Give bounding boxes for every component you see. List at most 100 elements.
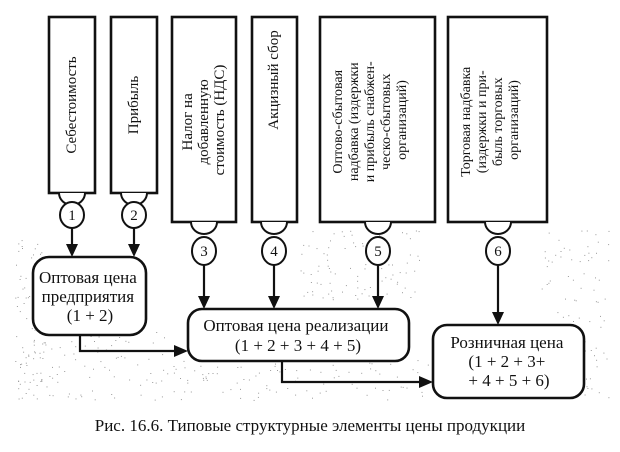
retail-price-frame (431, 323, 586, 400)
scan-noise-dot (18, 250, 20, 252)
scan-noise-dot (40, 372, 42, 374)
scan-noise-dot (152, 342, 154, 344)
scan-noise-dot (240, 397, 242, 399)
scan-noise-dot (16, 306, 18, 307)
scan-noise-dot (18, 381, 20, 382)
element-6-label-line-1: Торговая надбавка (459, 66, 474, 177)
retail-price-box: Розничная цена (1 + 2 + 3+ + 4 + 5 + 6) (431, 323, 586, 400)
scan-noise-dot (31, 328, 33, 330)
scan-noise-dot (412, 369, 414, 371)
scan-noise-dot (23, 303, 25, 304)
scan-noise-dot (419, 259, 420, 261)
scan-noise-dot (382, 390, 384, 391)
scan-noise-dot (120, 355, 122, 357)
scan-noise-dot (312, 294, 314, 296)
scan-noise-dot (56, 374, 58, 375)
scan-noise-dot (300, 270, 302, 272)
scan-noise-dot (180, 378, 181, 379)
scan-noise-dot (154, 399, 156, 401)
scan-noise-dot (595, 347, 597, 349)
scan-noise-dot (320, 371, 322, 373)
scan-noise-dot (548, 232, 550, 234)
scan-noise-dot (24, 381, 26, 383)
scan-noise-dot (596, 359, 598, 361)
scan-noise-dot (603, 352, 605, 354)
scan-noise-dot (18, 388, 20, 390)
element-3-label-line-2: добавленную (196, 79, 212, 164)
scan-noise-dot (222, 391, 224, 393)
scan-noise-dot (364, 289, 366, 291)
scan-noise-dot (406, 387, 408, 389)
scan-noise-dot (194, 370, 196, 372)
connector-4-arc (260, 221, 288, 235)
scan-noise-dot (350, 267, 351, 269)
scan-noise-dot (277, 370, 278, 371)
scan-noise-dot (71, 341, 73, 343)
scan-noise-dot (606, 358, 608, 360)
scan-noise-dot (421, 391, 423, 393)
scan-noise-dot (400, 386, 402, 388)
element-1-label: Себестоимость (64, 56, 80, 153)
scan-noise-dot (406, 262, 408, 264)
connector-5: 5 (364, 221, 392, 266)
scan-noise-dot (21, 397, 23, 399)
scan-noise-dot (115, 340, 117, 341)
scan-noise-dot (266, 388, 268, 390)
scan-noise-dot (100, 361, 102, 363)
scan-noise-dot (36, 398, 38, 400)
scan-noise-dot (29, 381, 31, 383)
scan-noise-dot (202, 374, 204, 376)
scan-noise-dot (117, 356, 119, 358)
element-5-label-line-3: и прибыль снабжен- (363, 61, 378, 182)
scan-noise-dot (25, 297, 27, 299)
scan-noise-dot (325, 390, 327, 392)
scan-noise-dot (22, 248, 23, 249)
scan-noise-dot (42, 343, 44, 345)
scan-noise-dot (258, 372, 260, 374)
scan-noise-dot (161, 380, 163, 382)
scan-noise-dot (148, 358, 150, 360)
number-2: 2 (130, 208, 138, 224)
scan-noise-dot (600, 315, 601, 317)
scan-noise-dot (73, 353, 75, 355)
scan-noise-dot (15, 297, 17, 299)
scan-noise-dot (608, 260, 610, 262)
scan-noise-dot (184, 391, 186, 393)
svg-text:Оптовая цена предприятия: Оптовая цена предприятия (1 + 2) (39, 268, 141, 325)
scan-noise-dot (164, 337, 165, 339)
arrow-3-to-sales-price (198, 265, 210, 309)
scan-noise-dot (567, 276, 569, 277)
number-1: 1 (68, 208, 76, 224)
scan-noise-dot (205, 376, 207, 378)
scan-noise-dot (368, 295, 370, 297)
scan-noise-dot (190, 391, 192, 393)
scan-noise-dot (284, 369, 286, 370)
retail-price-line-1: Розничная цена (450, 333, 563, 352)
scan-noise-dot (397, 281, 399, 283)
scan-noise-dot (208, 373, 210, 375)
scan-noise-dot (417, 255, 419, 257)
scan-noise-dot (348, 371, 350, 373)
scan-noise-dot (370, 368, 372, 370)
scan-noise-dot (415, 230, 417, 232)
scan-noise-dot (409, 254, 411, 256)
scan-noise-dot (43, 342, 45, 344)
scan-noise-dot (28, 355, 30, 357)
scan-noise-dot (608, 244, 610, 246)
scan-noise-dot (338, 375, 340, 377)
element-5-label-line-2: надбавка (издержки (347, 62, 362, 181)
enterprise-price-line-1: Оптовая цена (39, 268, 137, 287)
scan-noise-dot (385, 277, 387, 279)
scan-noise-dot (217, 366, 219, 368)
scan-noise-dot (175, 368, 177, 370)
scan-noise-dot (544, 251, 546, 253)
scan-noise-dot (29, 296, 31, 297)
scan-noise-dot (362, 245, 364, 247)
scan-noise-dot (94, 341, 95, 342)
scan-noise-dot (361, 293, 363, 295)
scan-noise-dot (33, 358, 35, 360)
scan-noise-dot (49, 376, 51, 377)
scan-noise-dot (326, 254, 328, 256)
scan-noise-dot (328, 247, 330, 249)
scan-noise-dot (357, 275, 359, 277)
